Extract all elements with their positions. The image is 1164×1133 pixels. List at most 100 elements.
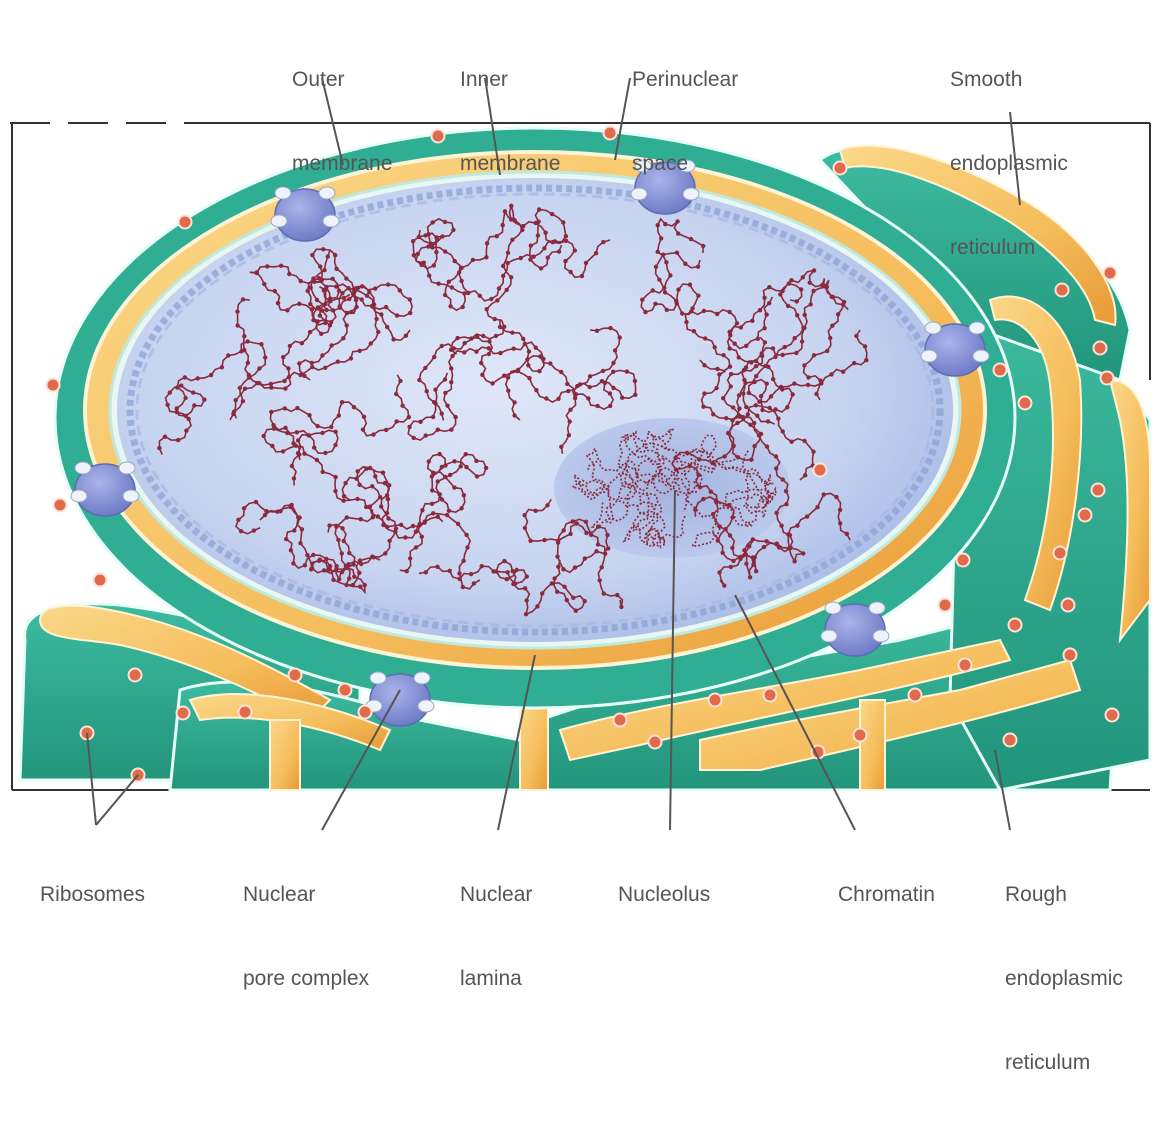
chromatin-bead xyxy=(498,351,502,355)
chromatin-bead xyxy=(443,377,447,381)
chromatin-bead xyxy=(739,325,743,329)
chromatin-bead xyxy=(288,344,292,348)
chromatin-bead xyxy=(757,400,761,404)
chromatin-bead xyxy=(273,289,277,293)
chromatin-bead xyxy=(551,240,555,244)
chromatin-bead xyxy=(318,264,322,268)
chromatin-bead xyxy=(333,489,337,493)
chromatin-bead xyxy=(625,369,629,373)
pore-subunit xyxy=(275,187,291,199)
chromatin-bead xyxy=(238,386,242,390)
chromatin-bead xyxy=(336,360,340,364)
chromatin-bead xyxy=(436,515,440,519)
chromatin-bead xyxy=(834,495,838,499)
er-lumen xyxy=(860,700,885,790)
chromatin-bead xyxy=(411,239,415,243)
chromatin-bead xyxy=(440,465,444,469)
ribosome xyxy=(614,714,627,727)
chromatin-bead xyxy=(452,346,456,350)
chromatin-bead xyxy=(243,387,247,391)
chromatin-bead xyxy=(742,548,746,552)
chromatin-bead xyxy=(365,294,369,298)
chromatin-bead xyxy=(317,276,321,280)
chromatin-bead xyxy=(300,527,304,531)
chromatin-bead xyxy=(573,565,577,569)
chromatin-bead xyxy=(762,545,766,549)
chromatin-bead xyxy=(418,420,422,424)
chromatin-bead xyxy=(762,326,766,330)
chromatin-bead xyxy=(665,308,669,312)
chromatin-bead xyxy=(773,407,777,411)
chromatin-bead xyxy=(417,235,421,239)
chromatin-bead xyxy=(534,388,538,392)
chromatin-bead xyxy=(484,255,488,259)
chromatin-bead xyxy=(737,355,741,359)
chromatin-bead xyxy=(746,412,750,416)
chromatin-bead xyxy=(575,384,579,388)
chromatin-bead xyxy=(427,459,431,463)
chromatin-bead xyxy=(175,385,179,389)
chromatin-bead xyxy=(443,293,447,297)
ribosome xyxy=(1019,397,1032,410)
chromatin-bead xyxy=(485,241,489,245)
chromatin-bead xyxy=(811,289,815,293)
pore-subunit xyxy=(119,462,135,474)
chromatin-bead xyxy=(342,539,346,543)
chromatin-bead xyxy=(495,234,499,238)
chromatin-bead xyxy=(285,308,289,312)
chromatin-bead xyxy=(259,342,263,346)
chromatin-bead xyxy=(338,306,342,310)
chromatin-bead xyxy=(302,374,306,378)
chromatin-bead xyxy=(854,334,858,338)
chromatin-bead xyxy=(814,392,818,396)
chromatin-bead xyxy=(812,353,816,357)
chromatin-bead xyxy=(811,450,815,454)
chromatin-bead xyxy=(319,332,323,336)
chromatin-bead xyxy=(757,433,761,437)
chromatin-bead xyxy=(391,337,395,341)
chromatin-bead xyxy=(822,492,826,496)
chromatin-bead xyxy=(431,220,435,224)
chromatin-bead xyxy=(414,530,418,534)
chromatin-bead xyxy=(284,537,288,541)
pore-subunit xyxy=(271,215,287,227)
chromatin-bead xyxy=(320,431,324,435)
label-outer-membrane: Outer membrane xyxy=(292,10,392,234)
chromatin-bead xyxy=(534,346,538,350)
chromatin-bead xyxy=(362,415,366,419)
chromatin-bead xyxy=(299,279,303,283)
chromatin-bead xyxy=(452,485,456,489)
chromatin-bead xyxy=(254,500,258,504)
chromatin-bead xyxy=(766,365,770,369)
chromatin-bead xyxy=(281,355,285,359)
chromatin-bead xyxy=(271,423,275,427)
chromatin-bead xyxy=(752,421,756,425)
ribosome xyxy=(289,669,302,682)
chromatin-bead xyxy=(583,556,587,560)
chromatin-bead xyxy=(733,342,737,346)
chromatin-bead xyxy=(715,312,719,316)
chromatin-bead xyxy=(241,399,245,403)
chromatin-bead xyxy=(269,382,273,386)
chromatin-bead xyxy=(657,278,661,282)
chromatin-bead xyxy=(308,302,312,306)
chromatin-bead xyxy=(717,372,721,376)
chromatin-bead xyxy=(368,466,372,470)
label-line: Chromatin xyxy=(838,881,935,909)
chromatin-bead xyxy=(316,305,320,309)
chromatin-bead xyxy=(654,265,658,269)
chromatin-bead xyxy=(252,528,256,532)
label-line: Ribosomes xyxy=(40,881,145,909)
chromatin-bead xyxy=(398,288,402,292)
chromatin-bead xyxy=(529,244,533,248)
chromatin-bead xyxy=(420,535,424,539)
chromatin-bead xyxy=(487,339,491,343)
chromatin-bead xyxy=(417,378,421,382)
chromatin-bead xyxy=(480,564,484,568)
chromatin-bead xyxy=(509,275,513,279)
chromatin-bead xyxy=(369,341,373,345)
chromatin-bead xyxy=(729,372,733,376)
nucleus-diagram-figure: Outer membrane Inner membrane Perinuclea… xyxy=(0,0,1164,917)
pore-subunit xyxy=(921,350,937,362)
chromatin-bead xyxy=(497,286,501,290)
